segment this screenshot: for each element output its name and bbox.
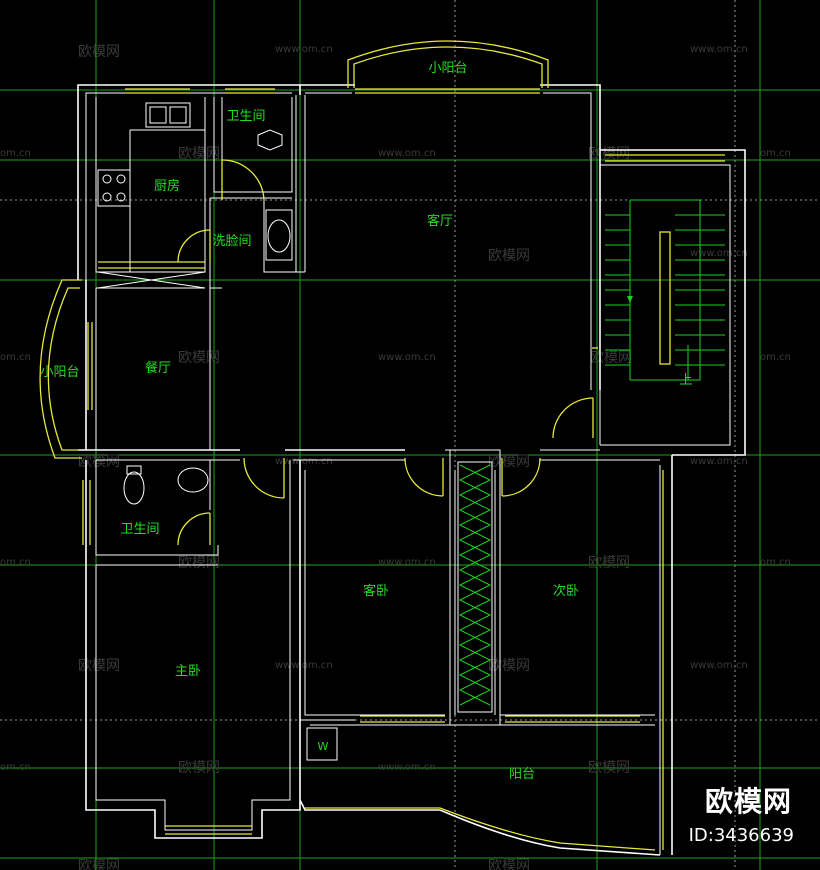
- watermark-brand: 欧模网: [488, 454, 530, 470]
- label-kitchen: 厨房: [154, 178, 180, 194]
- watermark-site: www.om.cn: [690, 44, 748, 55]
- watermark-site: om.cn: [0, 557, 31, 568]
- balcony-bottom: [305, 807, 661, 856]
- watermark-site: om.cn: [760, 352, 791, 363]
- watermark-site: om.cn: [0, 762, 31, 773]
- label-balcony-top: 小阳台: [428, 61, 467, 76]
- balcony-top: [347, 40, 549, 94]
- label-balcony: 阳台: [509, 767, 535, 782]
- fixtures: [97, 102, 338, 761]
- label-bathroom-lower: 卫生间: [120, 522, 159, 537]
- product-id: ID:3436639: [688, 825, 794, 846]
- staircase: [605, 199, 725, 381]
- watermark-site: www.om.cn: [275, 44, 333, 55]
- watermark-brand: 欧模网: [178, 555, 220, 571]
- watermark-site: om.cn: [0, 352, 31, 363]
- watermark-site: www.om.cn: [690, 248, 748, 259]
- watermark-site: www.om.cn: [275, 456, 333, 467]
- watermark-brand: 欧模网: [78, 658, 120, 674]
- watermark-brand: 欧模网: [590, 350, 632, 366]
- watermark-site: www.om.cn: [378, 148, 436, 159]
- wardrobe-pattern: [458, 464, 492, 706]
- windows: [82, 88, 725, 850]
- label-guest-bedroom: 客卧: [363, 583, 389, 599]
- watermarks: 欧模网 www.om.cn www.om.cn om.cn 欧模网 www.om…: [0, 44, 791, 870]
- watermark-site: om.cn: [0, 148, 31, 159]
- watermark-brand: 欧模网: [178, 350, 220, 366]
- watermark-brand: 欧模网: [488, 858, 530, 870]
- watermark-brand: 欧模网: [488, 248, 530, 264]
- watermark-site: om.cn: [760, 148, 791, 159]
- watermark-site: www.om.cn: [378, 762, 436, 773]
- watermark-brand: 欧模网: [588, 146, 630, 162]
- watermark-brand: 欧模网: [488, 658, 530, 674]
- label-second-bedroom: 次卧: [553, 583, 579, 599]
- watermark-site: om.cn: [760, 557, 791, 568]
- watermark-brand: 欧模网: [178, 760, 220, 776]
- label-dining-room: 餐厅: [145, 360, 171, 376]
- label-master-bedroom: 主卧: [175, 664, 201, 679]
- watermark-site: www.om.cn: [378, 557, 436, 568]
- watermark-brand: 欧模网: [78, 454, 120, 470]
- watermark-brand: 欧模网: [78, 44, 120, 60]
- watermark-site: www.om.cn: [690, 456, 748, 467]
- walls: [77, 84, 746, 855]
- brand-logo: 欧模网: [704, 785, 792, 818]
- balcony-left: [39, 279, 93, 459]
- watermark-brand: 欧模网: [178, 146, 220, 162]
- watermark-brand: 欧模网: [588, 555, 630, 571]
- label-washer: W: [318, 740, 329, 753]
- label-balcony-left: 小阳台: [40, 365, 79, 380]
- watermark-brand: 欧模网: [588, 760, 630, 776]
- label-living-room: 客厅: [427, 213, 453, 229]
- watermark-site: www.om.cn: [690, 660, 748, 671]
- label-stair-up: 上: [679, 373, 692, 388]
- watermark-brand: 欧模网: [78, 858, 120, 870]
- watermark-site: www.om.cn: [378, 352, 436, 363]
- label-washroom: 洗脸间: [212, 234, 251, 249]
- doors: [177, 159, 598, 546]
- room-labels: 客厅 厨房 卫生间 洗脸间 餐厅 小阳台 小阳台 卫生间 主卧 客卧 次卧 阳台…: [40, 61, 692, 782]
- label-bathroom-top: 卫生间: [226, 109, 265, 124]
- watermark-site: www.om.cn: [275, 660, 333, 671]
